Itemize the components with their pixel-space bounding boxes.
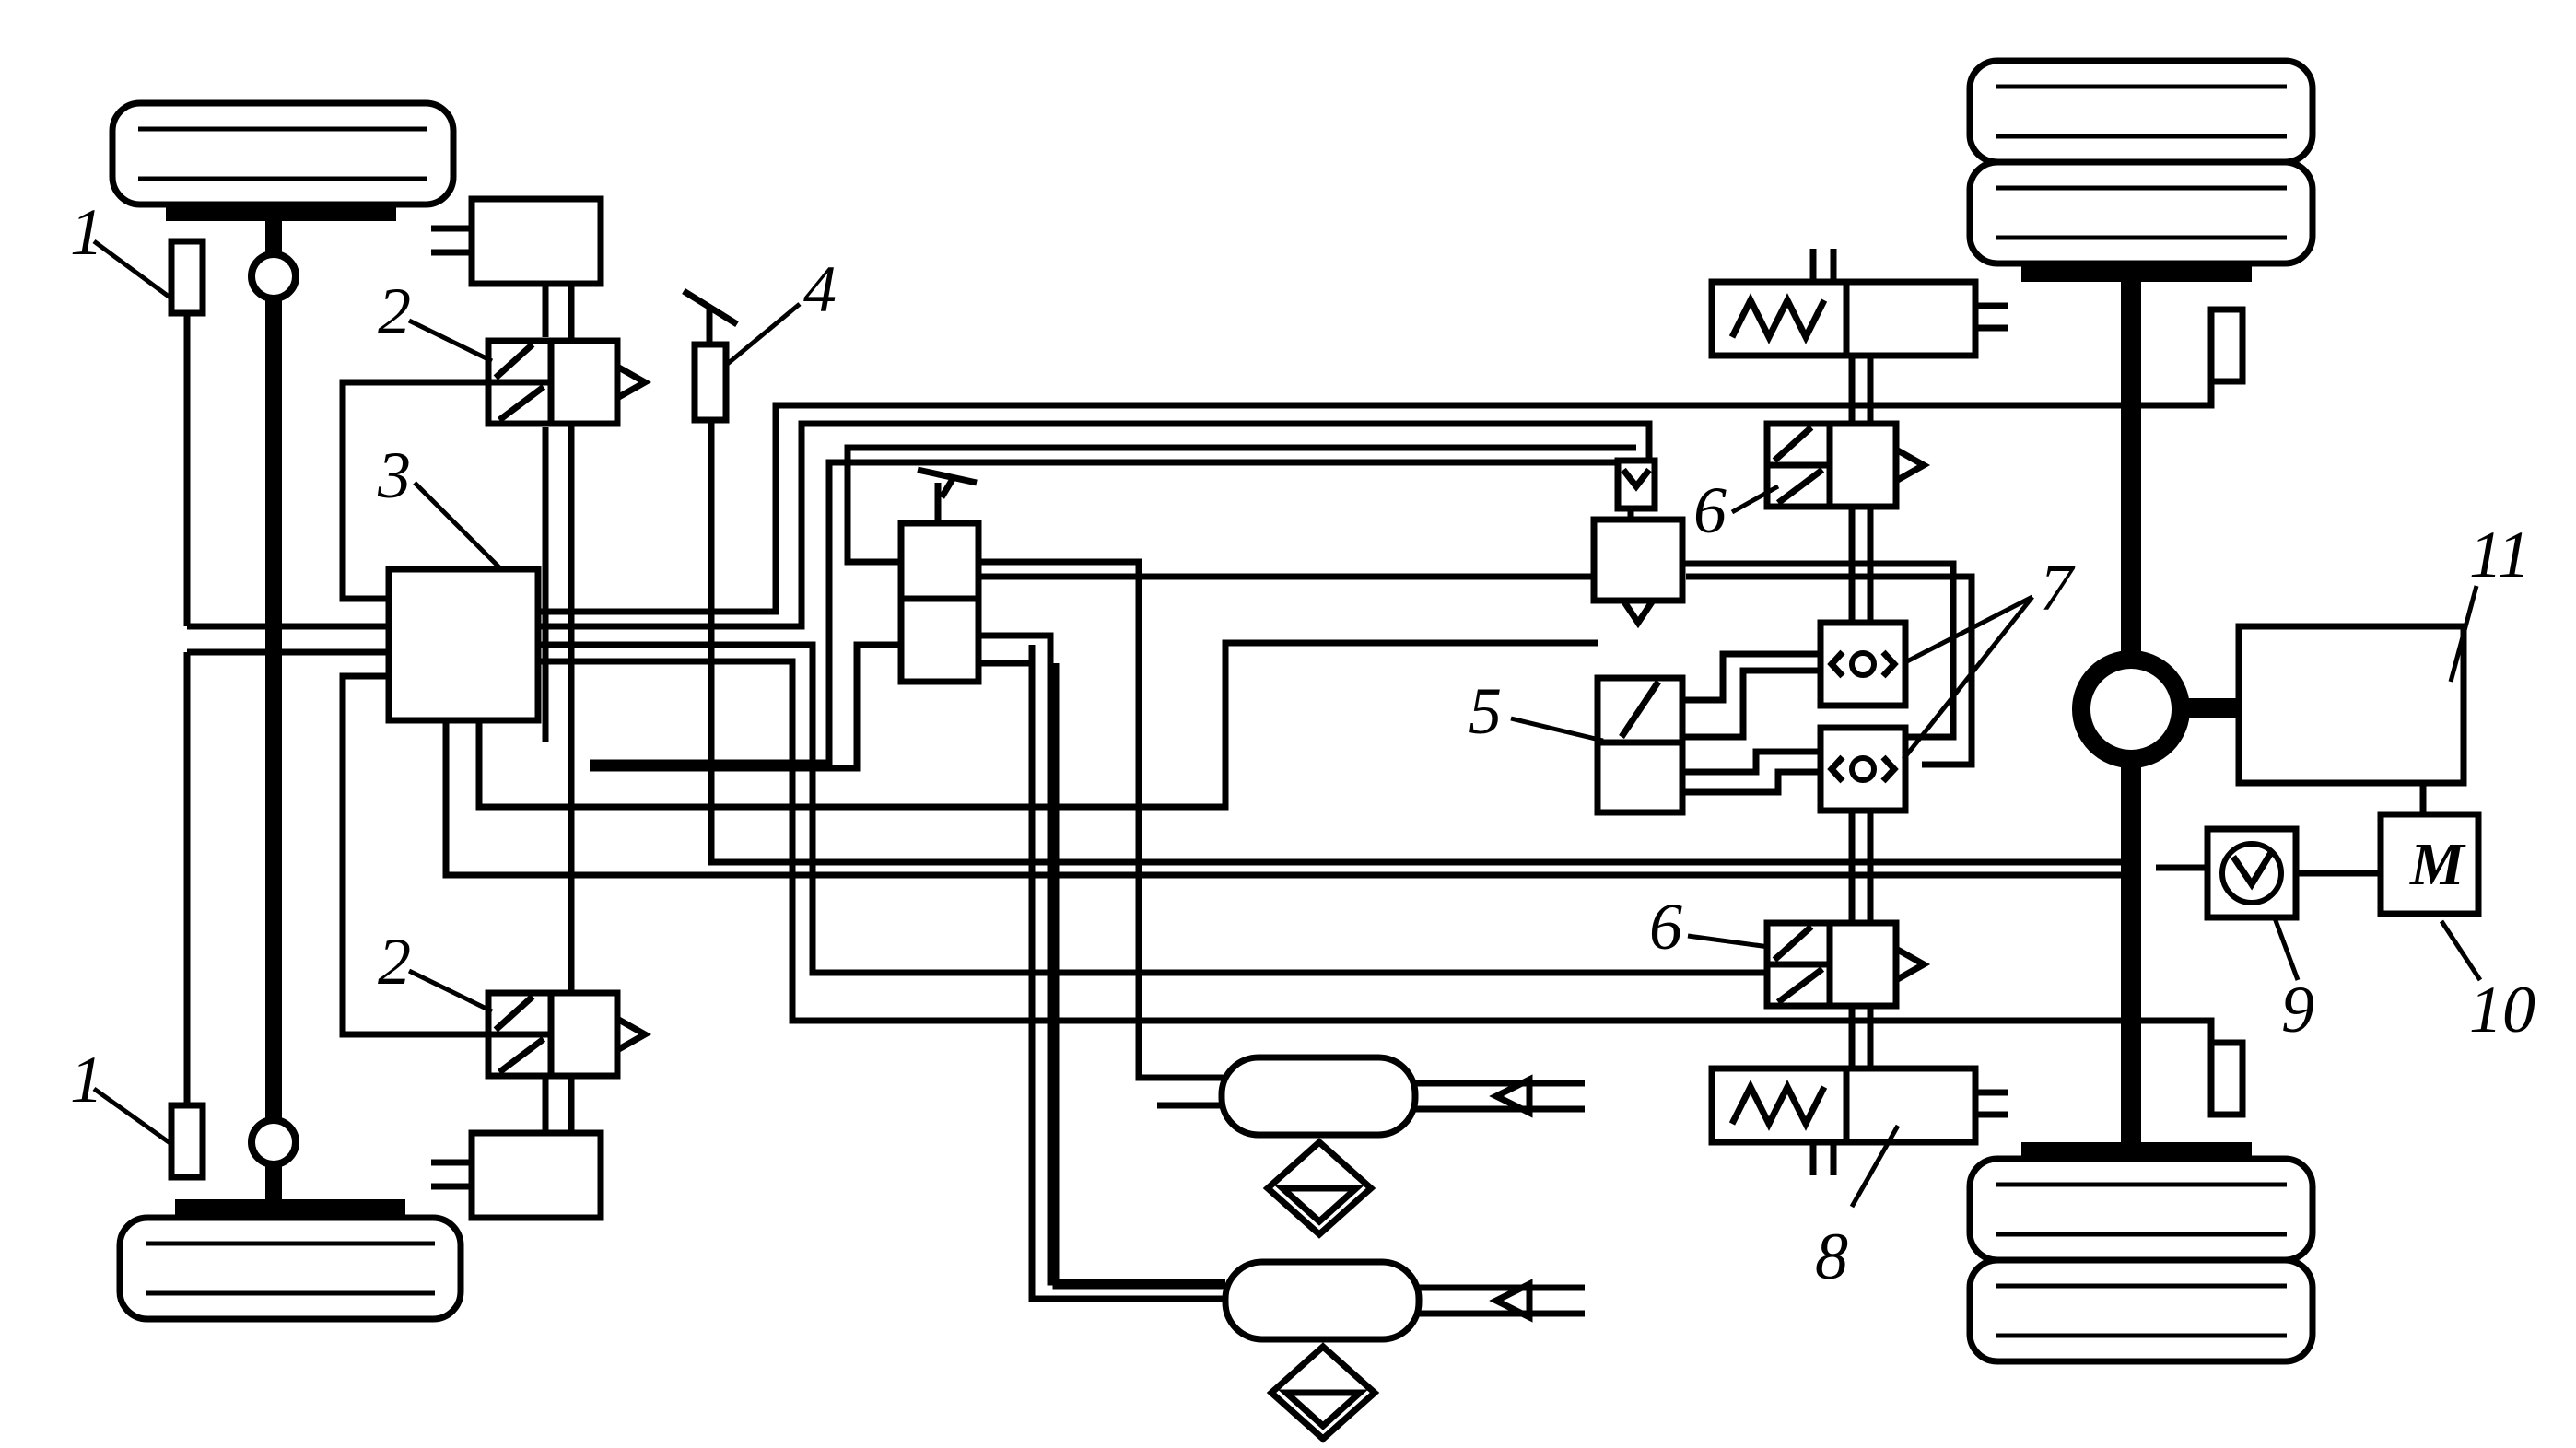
check-valve-top-shuttle-valve-icon [1817, 619, 1909, 709]
ecu-wire-modulator-bottom [339, 672, 488, 1038]
brake-treadle-valve-icon [897, 466, 982, 685]
label-9: 9 [2281, 973, 2314, 1046]
rear-right-tire-icon [1966, 1142, 2316, 1365]
label-1-bottom: 1 [70, 1043, 103, 1116]
treadle-line-b [844, 444, 1636, 566]
air-receiver-top-air-receiver-icon [1218, 1054, 1585, 1139]
check-line-a [1682, 560, 1957, 741]
label-11: 11 [2469, 518, 2531, 591]
block-11 [2235, 623, 2467, 787]
spring-chamber-bottom-spring-chamber-icon [1708, 1065, 2008, 1175]
rear-modulator-bottom-solenoid-valve-icon [1763, 919, 1931, 1010]
label-2-bottom: 2 [378, 925, 411, 998]
label-7: 7 [2040, 551, 2076, 625]
label-10: 10 [2469, 973, 2535, 1046]
front-modulator-bottom-solenoid-valve-icon [485, 989, 652, 1080]
front-right-tire-icon [116, 1199, 464, 1323]
label-group: 1 1 2 2 3 4 5 6 6 7 8 9 10 11 M [70, 195, 2535, 1293]
label-4: 4 [803, 252, 837, 326]
front-brake-chamber-bottom [431, 1129, 604, 1221]
rear-speed-sensor-bottom [2207, 1039, 2246, 1118]
front-axle [248, 221, 299, 1199]
front-speed-sensor-bottom [168, 652, 206, 1181]
front-speed-sensor-top [168, 238, 206, 626]
ecu-wire-modulator-top [339, 379, 488, 602]
air-receiver-bottom-air-receiver-icon [1222, 1258, 1585, 1343]
valve5-line-a [1682, 650, 1821, 704]
water-separator-top-filter-icon [1262, 1138, 1376, 1239]
ecu-wire-pump [442, 720, 2137, 879]
front-left-tire-icon [109, 99, 457, 221]
rear-left-tire-icon [1966, 57, 2316, 282]
receiver-bottom-feed [1028, 645, 1225, 1302]
label-8: 8 [1815, 1220, 1848, 1293]
label-1-top: 1 [70, 195, 103, 269]
treadle-line-f [978, 632, 1225, 1286]
treadle-line-c [590, 641, 901, 772]
pedal-sensor-icon [682, 288, 2137, 866]
spring-chamber-top-spring-chamber-icon [1708, 249, 2008, 359]
receiver-bottom-feed-b [1052, 663, 1225, 1290]
ecu-wire-rear-top-valve [538, 420, 1653, 630]
valve5-line-d [1682, 768, 1821, 796]
ecu-wire-rear-sensor-bottom [538, 658, 2215, 1041]
label-5: 5 [1469, 674, 1502, 748]
valve5-line-c [1682, 748, 1821, 776]
check-valve-bottom-shuttle-valve-icon [1817, 724, 1909, 814]
rear-modulator-top-solenoid-valve-icon [1763, 420, 1931, 510]
valve5-solenoid-valve-icon [1594, 674, 1686, 816]
motor-10 [2377, 811, 2482, 917]
label-2-top: 2 [378, 274, 411, 348]
label-6-top: 6 [1693, 473, 1727, 547]
label-6-bottom: 6 [1649, 890, 1682, 963]
label-3: 3 [377, 438, 411, 512]
ecu-block [385, 566, 542, 724]
front-brake-chamber-top [431, 195, 604, 287]
ecu-wire-valve5 [475, 639, 1598, 811]
ecu-wire-rear-sensor [538, 380, 2215, 615]
motor-label: M [2409, 831, 2466, 898]
relay-valve-icon [1590, 457, 1686, 629]
rear-speed-sensor-top [2207, 306, 2246, 385]
front-modulator-top-solenoid-valve-icon [485, 337, 652, 427]
water-separator-bottom-filter-icon [1266, 1342, 1380, 1443]
valve5-line-b [1682, 667, 1821, 741]
rear-axle [2072, 282, 2239, 1142]
pump-9-hydraulic-pump-icon [2204, 825, 2300, 921]
treadle-line-d [978, 558, 1225, 1081]
